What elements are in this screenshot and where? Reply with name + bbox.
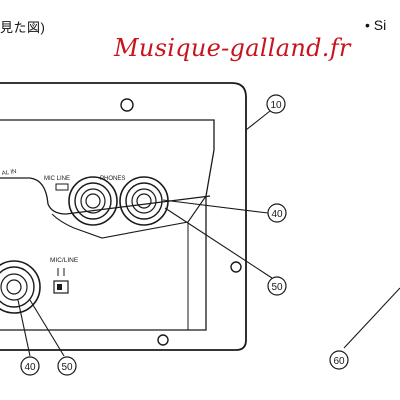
callout-10: 10 [266, 94, 286, 114]
svg-text:40: 40 [24, 362, 36, 373]
svg-text:50: 50 [271, 282, 283, 293]
leader-50-upper [164, 207, 273, 279]
label-phones: PHONES [100, 176, 125, 182]
leader-10 [245, 110, 271, 131]
label-side: AL IN [1, 169, 16, 177]
label-mic-line-lower: MIC/LINE [50, 257, 79, 264]
callout-50-lower: 50 [57, 356, 77, 376]
leader-40-upper [162, 199, 269, 214]
mic-line-switch [53, 280, 69, 294]
svg-text:10: 10 [270, 100, 282, 111]
mounting-plate [0, 82, 247, 351]
svg-text:60: 60 [333, 356, 345, 367]
callout-60: 60 [329, 350, 349, 370]
leader-40-lower [17, 299, 31, 357]
callout-40-upper: 40 [267, 203, 287, 223]
input-jack-lower [0, 260, 41, 314]
japanese-caption: 見た図) [0, 20, 46, 35]
svg-text:50: 50 [61, 362, 73, 373]
leader-60 [343, 287, 400, 349]
phones-jack-left [68, 176, 118, 226]
screw-right [230, 261, 242, 273]
callout-50-upper: 50 [267, 276, 287, 296]
callout-40-lower: 40 [20, 356, 40, 376]
inner-plate [0, 119, 215, 331]
jack-housing [0, 177, 211, 215]
section-bullet: • Si [365, 17, 387, 33]
label-mic-line-upper: MIC LINE [44, 176, 70, 182]
phones-jack-right [119, 176, 169, 226]
screw-bottom [157, 334, 169, 346]
svg-text:40: 40 [271, 209, 283, 220]
jack-housing-lower [51, 195, 207, 239]
leader-50-lower [29, 299, 65, 357]
watermark-text: Musique-galland.fr [114, 34, 351, 62]
upper-switch [55, 183, 69, 191]
screw-top [120, 98, 134, 112]
